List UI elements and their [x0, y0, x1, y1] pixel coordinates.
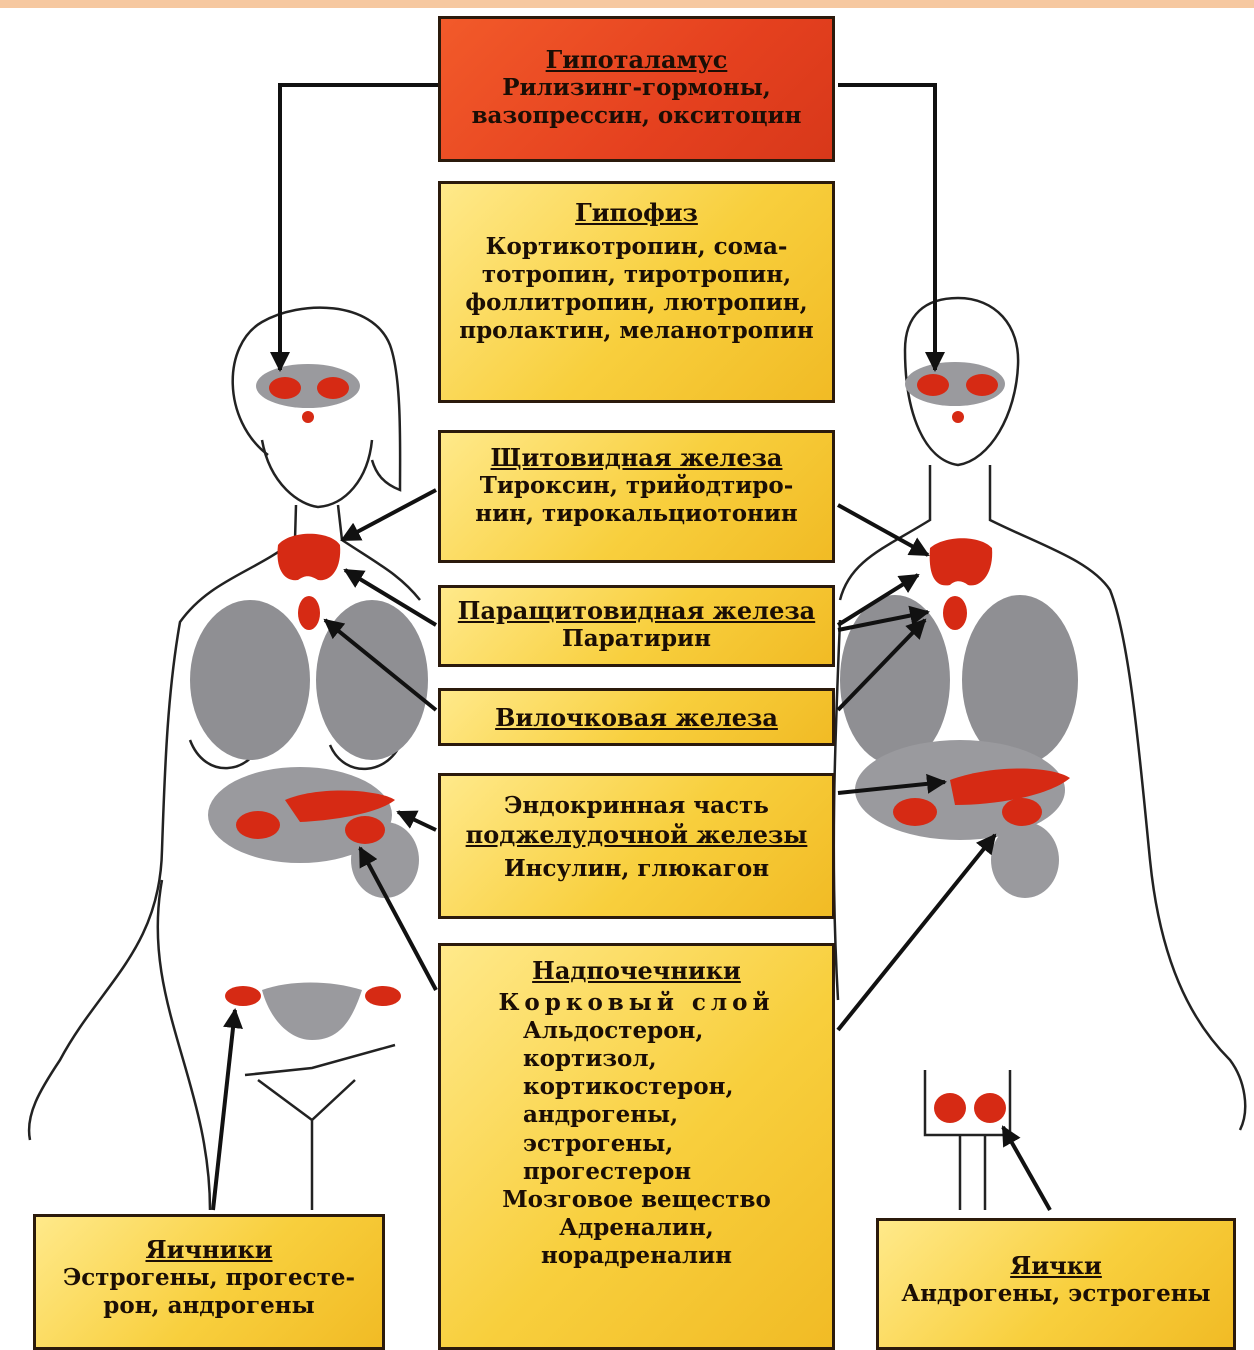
parathyroid-title: Паращитовидная железа — [441, 596, 832, 625]
adrenal-cortex-line-5: эстрогены, — [523, 1130, 832, 1158]
ovaries-box: Яичники Эстрогены, прогесте- рон, андрог… — [33, 1214, 385, 1350]
female-legs — [258, 1080, 355, 1210]
adrenal-cortex-line-6: прогестерон — [523, 1158, 832, 1186]
female-face-outline — [262, 440, 372, 507]
pancreas-title: поджелудочной железы — [441, 820, 832, 849]
female-uterus — [262, 983, 362, 1041]
female-ovary-right — [365, 986, 401, 1006]
female-figure — [29, 308, 420, 1210]
parathyroid-line-1: Паратирин — [441, 625, 832, 653]
female-pituitary-right — [317, 377, 349, 399]
adrenal-cortex-line-1: Альдостерон, — [523, 1017, 832, 1045]
male-groin — [925, 1070, 1010, 1210]
arrow-hypothalamus-female — [280, 85, 438, 370]
pituitary-line-2: тотропин, тиротропин, — [441, 261, 832, 289]
adrenal-title: Надпочечники — [441, 956, 832, 985]
adrenal-medulla-line-2: норадреналин — [441, 1242, 832, 1270]
female-waist — [245, 1045, 395, 1075]
male-pituitary-left — [917, 374, 949, 396]
arrow-ovaries — [213, 1010, 235, 1210]
pituitary-line-1: Кортикотропин, сома- — [441, 233, 832, 261]
female-pituitary-left — [269, 377, 301, 399]
ovaries-line-2: рон, андрогены — [36, 1292, 382, 1320]
female-organs — [190, 364, 428, 1040]
female-pituitary-center — [302, 411, 314, 423]
arrow-pancreas-female — [398, 812, 436, 830]
female-adrenal-right — [345, 816, 385, 844]
testes-line-1: Андрогены, эстрогены — [879, 1280, 1233, 1308]
thyroid-line-2: нин, тирокальциотонин — [441, 500, 832, 528]
female-ovary-left — [225, 986, 261, 1006]
pituitary-title: Гипофиз — [441, 198, 832, 227]
male-kidney-zone — [991, 822, 1059, 898]
ovaries-line-1: Эстрогены, прогесте- — [36, 1264, 382, 1292]
thyroid-box: Щитовидная железа Тироксин, трийодтиро- … — [438, 430, 835, 563]
male-lung-right — [962, 595, 1078, 765]
male-organs — [840, 362, 1078, 1123]
adrenal-cortex-line-3: кортикостерон, — [523, 1073, 832, 1101]
female-left-arm — [158, 880, 210, 1210]
pancreas-line-intro: Эндокринная часть — [441, 792, 832, 820]
female-thymus — [298, 596, 320, 630]
male-testis-left — [934, 1093, 966, 1123]
testes-title: Яички — [879, 1251, 1233, 1280]
male-adrenal-right — [1002, 798, 1042, 826]
adrenal-medulla-line-1: Адреналин, — [441, 1214, 832, 1242]
adrenal-cortex-line-2: кортизол, — [523, 1045, 832, 1073]
adrenal-medulla-heading: Мозговое вещество — [441, 1186, 832, 1214]
pancreas-hormones: Инсулин, глюкагон — [441, 855, 832, 883]
adrenal-cortex-heading: Корковый слой — [441, 989, 832, 1017]
arrow-adrenal-male — [838, 835, 995, 1030]
thyroid-line-1: Тироксин, трийодтиро- — [441, 472, 832, 500]
arrow-hypothalamus-male — [838, 85, 935, 370]
male-adrenal-left — [893, 798, 937, 826]
hypothalamus-box: Гипоталамус Рилизинг-гормоны, вазопресси… — [438, 16, 835, 162]
ovaries-title: Яичники — [36, 1235, 382, 1264]
male-testis-right — [974, 1093, 1006, 1123]
male-thyroid — [930, 538, 993, 585]
thymus-title: Вилочковая железа — [441, 703, 832, 732]
male-pituitary-right — [966, 374, 998, 396]
pituitary-box: Гипофиз Кортикотропин, сома- тотропин, т… — [438, 181, 835, 403]
male-thymus — [943, 596, 967, 630]
female-thyroid — [277, 534, 340, 580]
thymus-box: Вилочковая железа — [438, 688, 835, 746]
male-pituitary-center — [952, 411, 964, 423]
pituitary-line-3: фоллитропин, лютропин, — [441, 289, 832, 317]
thyroid-title: Щитовидная железа — [441, 443, 832, 472]
adrenal-cortex-line-4: андрогены, — [523, 1101, 832, 1129]
pituitary-line-4: пролактин, меланотропин — [441, 317, 832, 345]
arrow-thyroid-female — [342, 490, 436, 540]
female-adrenal-left — [236, 811, 280, 839]
hypothalamus-title: Гипоталамус — [441, 45, 832, 74]
parathyroid-box: Паращитовидная железа Паратирин — [438, 585, 835, 667]
female-lung-left — [190, 600, 310, 760]
hypothalamus-line-1: Рилизинг-гормоны, — [441, 74, 832, 102]
arrow-testes — [1003, 1127, 1050, 1210]
hypothalamus-line-2: вазопрессин, окситоцин — [441, 102, 832, 130]
testes-box: Яички Андрогены, эстрогены — [876, 1218, 1236, 1350]
adrenal-box: Надпочечники Корковый слой Альдостерон, … — [438, 943, 835, 1350]
pancreas-box: Эндокринная часть поджелудочной железы И… — [438, 773, 835, 919]
